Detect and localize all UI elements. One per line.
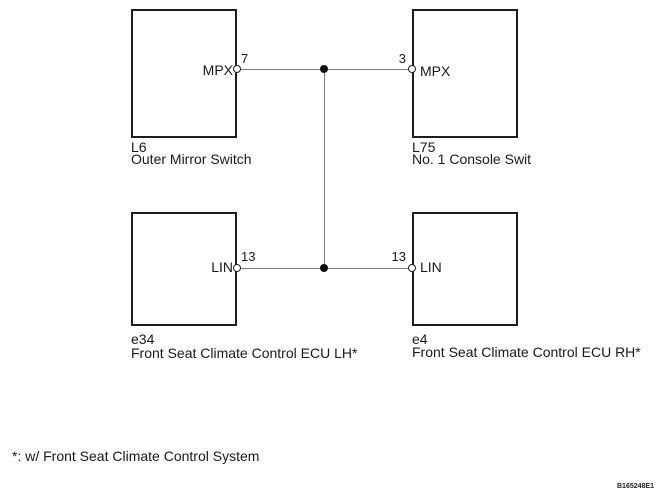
- junction-dot-lin: [320, 264, 328, 272]
- terminal-e34-pin13: [233, 264, 241, 272]
- pin-number-l75-3: 3: [398, 51, 406, 66]
- component-box-e4: [412, 212, 518, 326]
- pin-number-l6-7: 7: [241, 51, 249, 66]
- terminal-l75-pin3: [408, 65, 416, 73]
- junction-dot-mpx: [320, 65, 328, 73]
- terminal-e4-pin13: [408, 264, 416, 272]
- pin-label-e34-lin: LIN: [211, 259, 233, 275]
- pin-number-e34-13: 13: [241, 249, 256, 264]
- reference-code: B165248E1: [617, 483, 654, 490]
- component-name-l75: No. 1 Console Swit: [412, 151, 532, 167]
- pin-label-e4-lin: LIN: [420, 259, 442, 275]
- component-box-l75: [412, 9, 518, 138]
- component-name-l6: Outer Mirror Switch: [131, 151, 252, 167]
- pin-label-l6-mpx: MPX: [202, 62, 233, 78]
- pin-label-l75-mpx: MPX: [420, 63, 451, 79]
- wire-vertical-link: [324, 69, 325, 268]
- component-code-e4: e4: [412, 331, 428, 347]
- terminal-l6-pin7: [233, 65, 241, 73]
- component-code-l75: L75: [412, 139, 436, 155]
- pin-number-e4-13: 13: [391, 249, 406, 264]
- component-box-e34: [131, 212, 237, 326]
- footnote: *: w/ Front Seat Climate Control System: [12, 448, 260, 464]
- component-code-e34: e34: [131, 331, 155, 347]
- component-box-l6: [131, 9, 237, 138]
- component-code-l6: L6: [131, 139, 147, 155]
- component-name-e4: Front Seat Climate Control ECU RH*: [412, 345, 641, 358]
- component-name-e34: Front Seat Climate Control ECU LH*: [131, 346, 358, 358]
